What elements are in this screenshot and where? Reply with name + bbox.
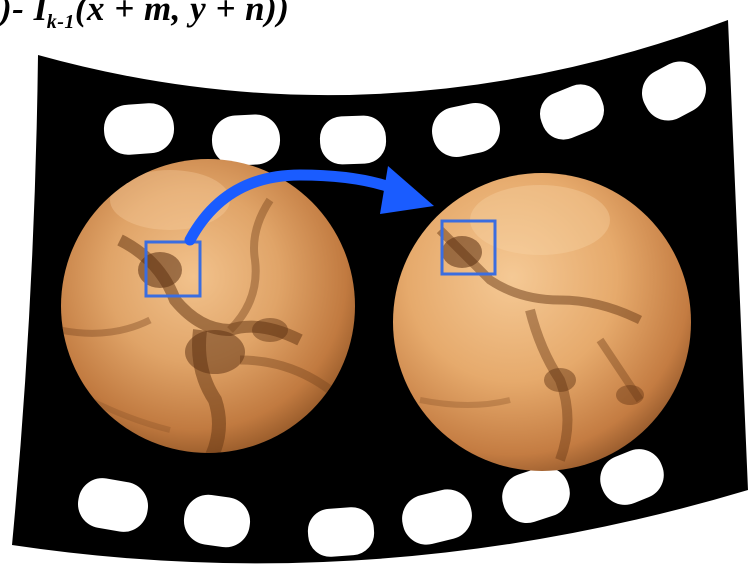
sprocket-hole xyxy=(102,102,175,157)
sprocket-hole xyxy=(306,506,375,558)
sprocket-hole xyxy=(211,113,282,166)
frame-current xyxy=(393,173,691,471)
sprocket-hole xyxy=(319,115,387,165)
